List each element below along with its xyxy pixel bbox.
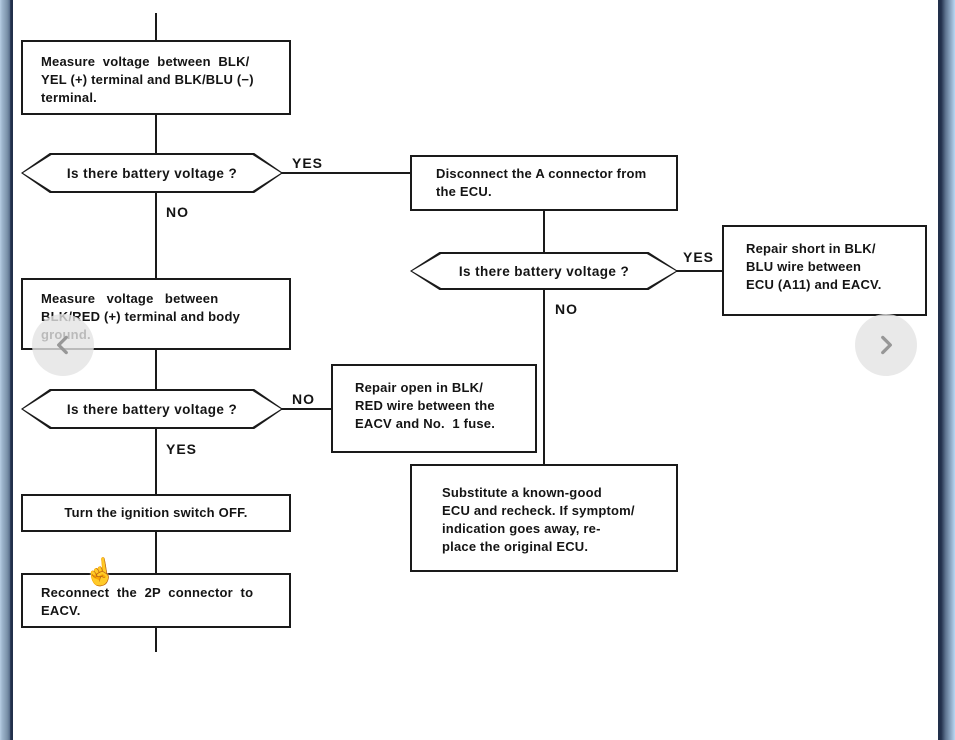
branch-label-no: NO xyxy=(555,301,578,317)
branch-label-yes: YES xyxy=(166,441,198,457)
connector-line xyxy=(155,429,157,494)
flow-box-text: Substitute a known-good ECU and recheck.… xyxy=(442,485,635,554)
chevron-left-icon xyxy=(50,332,76,358)
flow-box-text: Measure voltage between BLK/RED (+) term… xyxy=(41,291,241,342)
flow-box-ignition-off: Turn the ignition switch OFF. xyxy=(21,494,291,532)
flow-box-disconnect-a-connector: Disconnect the A connector from the ECU. xyxy=(410,155,678,211)
flow-box-repair-short: Repair short in BLK/ BLU wire between EC… xyxy=(722,225,927,316)
flow-decision-battery-voltage-1: Is there battery voltage ? xyxy=(21,153,283,193)
flow-decision-battery-voltage-2: Is there battery voltage ? xyxy=(410,252,678,290)
next-image-button[interactable] xyxy=(855,314,917,376)
flow-box-repair-open: Repair open in BLK/ RED wire between the… xyxy=(331,364,537,453)
flow-box-text: Measure voltage between BLK/ YEL (+) ter… xyxy=(41,54,254,105)
branch-label-no: NO xyxy=(292,391,315,407)
flow-box-measure-blk-yel: Measure voltage between BLK/ YEL (+) ter… xyxy=(21,40,291,115)
connector-line xyxy=(676,270,722,272)
branch-label-yes: YES xyxy=(683,249,715,265)
flow-decision-text: Is there battery voltage ? xyxy=(66,401,238,417)
connector-line xyxy=(155,192,157,278)
flow-decision-battery-voltage-3: Is there battery voltage ? xyxy=(21,389,283,429)
hexagon-shape xyxy=(412,254,676,288)
connector-line xyxy=(155,13,157,40)
branch-label-yes: YES xyxy=(292,155,324,171)
connector-line xyxy=(155,349,157,391)
flow-box-reconnect-2p: Reconnect the 2P connector to EACV. xyxy=(21,573,291,628)
connector-line xyxy=(543,210,545,253)
right-border-strip xyxy=(938,0,955,740)
connector-line xyxy=(155,531,157,573)
connector-line xyxy=(543,289,545,464)
flow-box-text: Repair short in BLK/ BLU wire between EC… xyxy=(746,241,882,292)
connector-line xyxy=(281,408,331,410)
branch-label-no: NO xyxy=(166,204,189,220)
left-border-strip xyxy=(0,0,13,740)
hexagon-shape xyxy=(23,391,281,427)
prev-image-button[interactable] xyxy=(32,314,94,376)
flow-decision-text: Is there battery voltage ? xyxy=(458,263,630,279)
flow-box-text: Reconnect the 2P connector to EACV. xyxy=(41,585,254,618)
hexagon-shape xyxy=(23,155,281,191)
flow-box-text: Disconnect the A connector from the ECU. xyxy=(436,166,647,199)
flow-box-substitute-ecu: Substitute a known-good ECU and recheck.… xyxy=(410,464,678,572)
flow-box-text: Repair open in BLK/ RED wire between the… xyxy=(355,380,496,431)
connector-line xyxy=(155,627,157,652)
connector-line xyxy=(155,115,157,155)
flow-box-text: Turn the ignition switch OFF. xyxy=(64,505,248,520)
chevron-right-icon xyxy=(873,332,899,358)
hand-cursor-icon: ☝ xyxy=(82,554,119,590)
connector-line xyxy=(281,172,410,174)
flow-decision-text: Is there battery voltage ? xyxy=(66,165,238,181)
